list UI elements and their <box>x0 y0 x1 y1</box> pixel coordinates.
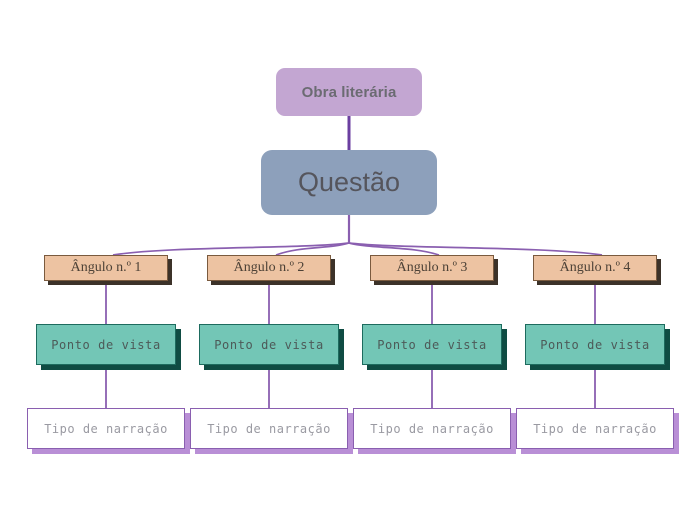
node-ponto-de-vista-1[interactable]: Ponto de vista <box>36 324 176 365</box>
node-tipo-de-narracao-2[interactable]: Tipo de narração <box>190 408 348 449</box>
connector-hub-to-angle-3 <box>348 242 440 256</box>
node-ponto-de-vista-3[interactable]: Ponto de vista <box>362 324 502 365</box>
node-tipo-de-narracao-4[interactable]: Tipo de narração <box>516 408 674 449</box>
connector-hub-to-angle-2 <box>275 242 350 256</box>
node-angulo-3[interactable]: Ângulo n.º 3 <box>370 255 494 281</box>
node-ponto-de-vista-2[interactable]: Ponto de vista <box>199 324 339 365</box>
connector-hub-to-angle-1 <box>112 242 350 256</box>
node-questao[interactable]: Questão <box>261 150 437 215</box>
node-angulo-4[interactable]: Ângulo n.º 4 <box>533 255 657 281</box>
node-tipo-de-narracao-3[interactable]: Tipo de narração <box>353 408 511 449</box>
node-angulo-1[interactable]: Ângulo n.º 1 <box>44 255 168 281</box>
node-ponto-de-vista-4[interactable]: Ponto de vista <box>525 324 665 365</box>
node-obra-literaria[interactable]: Obra literária <box>276 68 422 116</box>
node-tipo-de-narracao-1[interactable]: Tipo de narração <box>27 408 185 449</box>
connector-hub-to-angle-4 <box>348 242 603 256</box>
node-angulo-2[interactable]: Ângulo n.º 2 <box>207 255 331 281</box>
